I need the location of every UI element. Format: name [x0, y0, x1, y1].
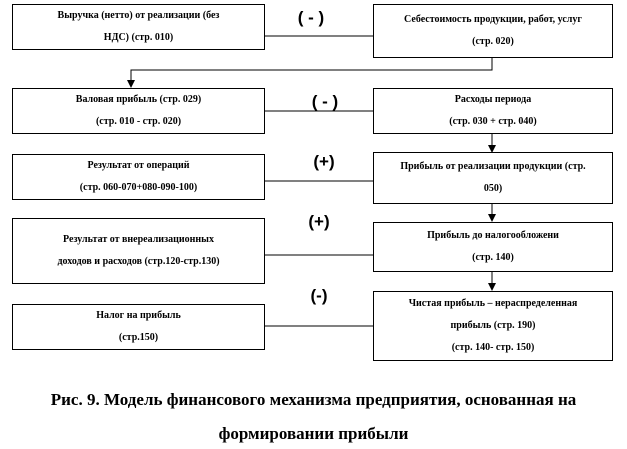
box-line: (стр. 020) [472, 36, 514, 47]
pretax-profit-box: Прибыль до налогообложени (стр. 140) [373, 222, 613, 272]
figure-caption-line-1: Рис. 9. Модель финансового механизма пре… [50, 390, 577, 409]
operator-minus: ( - ) [311, 92, 339, 111]
box-line: Прибыль от реализации продукции (стр. [400, 161, 586, 172]
operator-minus: ( - ) [297, 8, 325, 27]
box-line: Расходы периода [454, 94, 532, 105]
period-expenses-box: Расходы периода (стр. 030 + стр. 040) [373, 88, 613, 134]
box-line: Результат от операций [87, 160, 190, 171]
operator-plus: (+) [313, 152, 335, 171]
net-profit-box: Чистая прибыль – нераспределенная прибыл… [373, 291, 613, 361]
sales-profit-box: Прибыль от реализации продукции (стр. 05… [373, 152, 613, 204]
box-line: НДС) (стр. 010) [103, 32, 174, 43]
box-line: прибыль (стр. 190) [450, 320, 536, 331]
box-line: Валовая прибыль (стр. 029) [75, 94, 202, 105]
non-operating-result-box: Результат от внереализационных доходов и… [12, 218, 265, 284]
gross-profit-box: Валовая прибыль (стр. 029) (стр. 010 - с… [12, 88, 265, 134]
operator-minus: (-) [310, 286, 328, 305]
box-line: Налог на прибыль [96, 310, 181, 321]
cost-of-sales-box: Себестоимость продукции, работ, услуг (с… [373, 4, 613, 58]
box-line: (стр. 010 - стр. 020) [95, 116, 182, 127]
box-line: (стр.150) [118, 332, 159, 343]
box-line: (стр. 140) [472, 252, 514, 263]
revenue-box: Выручка (нетто) от реализации (без НДС) … [12, 4, 265, 50]
income-tax-box: Налог на прибыль (стр.150) [12, 304, 265, 350]
box-line: доходов и расходов (стр.120-стр.130) [57, 256, 220, 267]
box-line: Себестоимость продукции, работ, услуг [404, 14, 582, 25]
box-line: Результат от внереализационных [63, 234, 214, 245]
box-line: (стр. 060-070+080-090-100) [79, 182, 198, 193]
figure-caption-line-2: формировании прибыли [218, 424, 409, 443]
operator-plus: (+) [308, 212, 330, 231]
box-line: Чистая прибыль – нераспределенная [408, 298, 578, 309]
box-line: Выручка (нетто) от реализации (без [57, 10, 220, 21]
box-line: (стр. 140- стр. 150) [451, 342, 535, 353]
arrow-cost-to-gross [127, 58, 493, 88]
box-line: 050) [483, 183, 503, 194]
box-line: (стр. 030 + стр. 040) [449, 116, 537, 127]
box-line: Прибыль до налогообложени [427, 230, 559, 241]
operations-result-box: Результат от операций (стр. 060-070+080-… [12, 154, 265, 200]
